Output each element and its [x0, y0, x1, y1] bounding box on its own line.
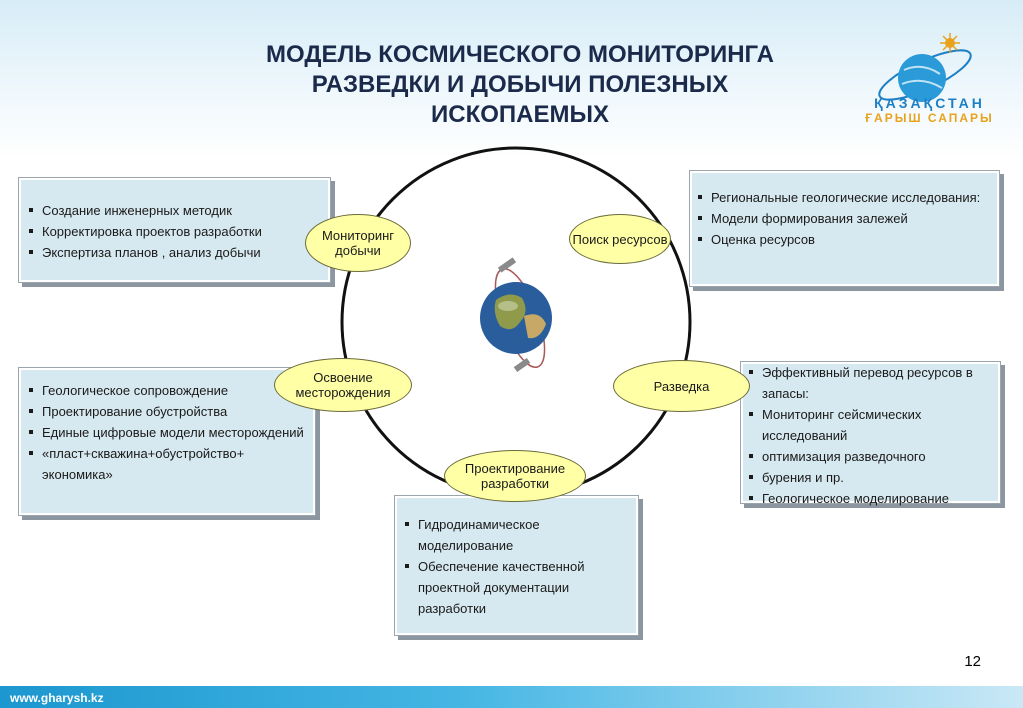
list-item: Корректировка проектов разработки	[25, 221, 330, 242]
page-title: МОДЕЛЬ КОСМИЧЕСКОГО МОНИТОРИНГА РАЗВЕДКИ…	[210, 40, 830, 130]
title-line-3: ИСКОПАЕМЫХ	[431, 101, 609, 128]
list-item: Геологическое моделирование	[745, 488, 1000, 509]
node-design: Проектирование разработки	[444, 450, 586, 502]
list-item: Обеспечение качественной проектной докум…	[401, 556, 638, 619]
monitoring-details-box: Создание инженерных методик Корректировк…	[18, 177, 331, 283]
list-item: Экспертиза планов , анализ добычи	[25, 242, 330, 263]
list-item: «пласт+скважина+обустройство+ экономика»	[25, 443, 315, 485]
list-item: оптимизация разведочного	[745, 446, 1000, 467]
earth-globe-icon	[480, 257, 552, 373]
list-item: Единые цифровые модели месторождений	[25, 422, 315, 443]
node-exploration: Разведка	[613, 360, 750, 412]
title-line-2: РАЗВЕДКИ И ДОБЫЧИ ПОЛЕЗНЫХ	[311, 71, 729, 98]
list-item: Создание инженерных методик	[25, 200, 330, 221]
node-label: Освоение месторождения	[295, 370, 391, 400]
logo-text-line-2: ҒАРЫШ САПАРЫ	[865, 111, 994, 125]
node-search: Поиск ресурсов	[569, 214, 671, 264]
list-item: Региональные геологические исследования:	[694, 187, 999, 208]
design-details-box: Гидродинамическое моделирование Обеспече…	[394, 495, 639, 636]
exploration-details-box: Эффективный перевод ресурсов в запасы: М…	[740, 361, 1001, 506]
list-item: Мониторинг сейсмических исследований	[745, 404, 1000, 446]
page-number: 12	[964, 653, 981, 670]
node-label: Мониторинг добычи	[321, 228, 395, 258]
node-label: Разведка	[653, 378, 710, 394]
list-item: Геологическое сопровождение	[25, 380, 315, 401]
logo-text-line-1: ҚАЗАҚСТАН	[874, 95, 985, 111]
title-line-1: МОДЕЛЬ КОСМИЧЕСКОГО МОНИТОРИНГА	[266, 41, 774, 68]
development-details-box: Геологическое сопровождение Проектирован…	[18, 367, 316, 516]
list-item: Эффективный перевод ресурсов в запасы:	[745, 362, 1000, 404]
node-development: Освоение месторождения	[274, 358, 412, 412]
list-item: Оценка ресурсов	[694, 229, 999, 250]
node-label: Проектирование разработки	[464, 461, 566, 491]
footer-url-link[interactable]: www.gharysh.kz	[10, 691, 104, 705]
footer-band	[0, 686, 1023, 708]
search-details-box: Региональные геологические исследования:…	[689, 170, 1000, 287]
node-label: Поиск ресурсов	[572, 231, 668, 247]
header-background	[0, 0, 1023, 160]
list-item: Проектирование обустройства	[25, 401, 315, 422]
list-item: бурения и пр.	[745, 467, 1000, 488]
node-monitoring: Мониторинг добычи	[305, 214, 411, 272]
list-item: Модели формирования залежей	[694, 208, 999, 229]
kazakhstan-space-logo	[878, 33, 972, 102]
list-item: Гидродинамическое моделирование	[401, 514, 638, 556]
